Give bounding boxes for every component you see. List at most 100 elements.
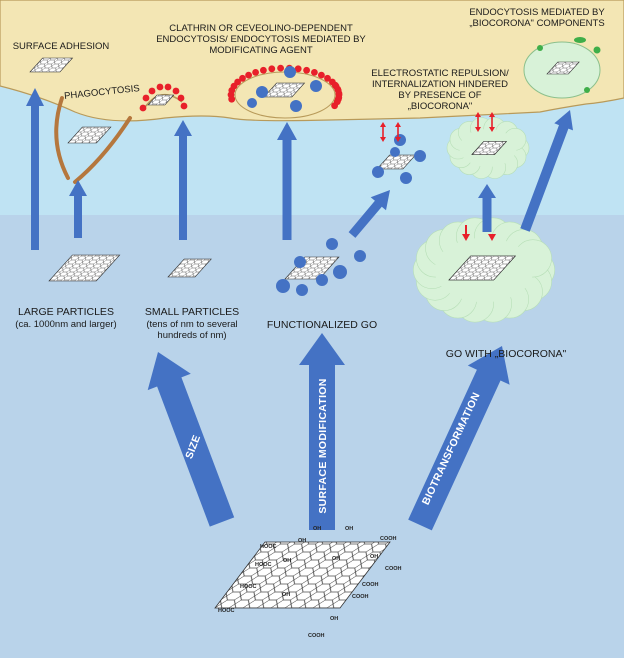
red-bead (164, 83, 172, 91)
label-functionalized-go: FUNCTIONALIZED GO (266, 319, 378, 331)
surface-modification-arrow (299, 333, 345, 530)
go-sheet-large-particles (48, 254, 121, 282)
go-sheet-in-vesicle (263, 82, 306, 98)
red-bead (324, 74, 331, 82)
go-sheet-surface-adhesion (29, 57, 74, 73)
label-electrostatic: ELECTROSTATIC REPULSION/ INTERNALIZATION… (371, 68, 509, 112)
blue-bead (310, 80, 322, 92)
red-bead (156, 83, 164, 91)
cell-membrane (0, 0, 624, 122)
green-component (574, 37, 586, 43)
green-component (593, 46, 601, 54)
arrow-biocorona-up (478, 184, 496, 232)
go-group-oh: OH (313, 526, 321, 532)
blue-bead (394, 134, 406, 146)
blue-bead (354, 250, 366, 262)
red-bead (268, 65, 276, 73)
phagocytosis-arm-left (54, 96, 70, 180)
arrow-biocorona-endocytosis (520, 110, 573, 232)
label-go-biocorona: GO WITH „BIOCORONA" (445, 348, 567, 360)
blue-bead (372, 166, 384, 178)
go-sheet-small-particles (167, 258, 212, 278)
arrow-surface-adhesion (26, 88, 44, 250)
go-sheet-corona-small (471, 141, 508, 155)
green-component (584, 87, 590, 93)
go-group-oh: OH (282, 592, 290, 598)
red-arrowhead (488, 234, 496, 241)
go-sheet-phagocytosed (67, 126, 112, 144)
blue-bead (414, 150, 426, 162)
label-clathrin: CLATHRIN OR CEVEOLINO-DEPENDENT ENDOCYTO… (156, 23, 366, 56)
arrow-functionalized-endocytosis (277, 122, 297, 240)
go-group-oh: OH (345, 526, 353, 532)
label-large-particles-size: (ca. 1000nm and larger) (15, 319, 117, 330)
phagocytosis-arm-right (73, 116, 132, 184)
red-bead (139, 104, 147, 112)
go-group-oh: OH (283, 558, 291, 564)
graphene-oxide-sheet (214, 541, 391, 609)
red-arrowhead (462, 234, 470, 241)
biotransformation-arrow (408, 346, 510, 531)
go-group-cooh: COOH (308, 633, 325, 639)
go-group-oh: OH (298, 538, 306, 544)
go-sheet-biocorona (448, 255, 516, 281)
go-functional-groups: OH OH COOH HOOC OH OH HOOC OH OH COOH COOH HOOC OH CO… (218, 526, 402, 639)
arrow-phagocytosis (69, 180, 87, 238)
go-group-hooc: HOOC (218, 608, 235, 614)
red-bead (148, 87, 156, 95)
red-bead (172, 87, 180, 95)
red-bead (239, 74, 246, 82)
red-beads-vesicle (227, 64, 343, 110)
red-beads-small-pit (139, 83, 188, 112)
go-sheet-small-internalized (147, 94, 175, 106)
blue-bead (390, 147, 400, 157)
go-group-oh: OH (330, 616, 338, 622)
red-bead (234, 78, 242, 86)
go-group-cooh: COOH (385, 566, 402, 572)
go-group-cooh: COOH (380, 536, 397, 542)
red-bead (294, 65, 302, 73)
red-bead (331, 102, 338, 110)
label-small-particles-size: (tens of nm to several hundreds of nm) (146, 319, 238, 341)
arrow-small-particles (174, 120, 192, 240)
blue-bead (326, 238, 338, 250)
go-group-hooc: HOOC (260, 544, 277, 550)
red-bead (180, 102, 188, 110)
blue-bead (400, 172, 412, 184)
go-group-hooc: HOOC (255, 562, 272, 568)
go-sheet-in-corona-vesicle (546, 61, 580, 75)
blue-bead (247, 98, 257, 108)
blue-bead (294, 256, 306, 268)
blue-bead (256, 86, 268, 98)
red-bead (252, 69, 259, 76)
blue-bead (316, 274, 328, 286)
label-surface-adhesion: SURFACE ADHESION (12, 41, 110, 52)
arrow-functionalized-repulsion (348, 190, 390, 238)
red-bead (245, 71, 253, 79)
go-group-oh: OH (332, 556, 340, 562)
go-group-hooc: HOOC (240, 584, 257, 590)
red-bead (177, 94, 185, 102)
size-arrow (147, 352, 235, 527)
label-biocorona-endocytosis: ENDOCYTOSIS MEDIATED BY „BIOCORONA" COMP… (469, 7, 605, 29)
red-bead (142, 94, 150, 102)
surface-modification-arrow-label: SURFACE MODIFICATION (317, 378, 329, 513)
red-bead (303, 66, 310, 74)
red-bead (318, 71, 325, 79)
red-bead (277, 64, 284, 72)
blue-bead (290, 100, 302, 112)
green-component (537, 45, 543, 51)
label-small-particles: SMALL PARTICLES (144, 306, 240, 318)
red-bead (311, 69, 318, 76)
red-bead (260, 66, 267, 74)
blue-bead (333, 265, 347, 279)
label-large-particles: LARGE PARTICLES (18, 306, 114, 318)
go-group-cooh: COOH (352, 594, 369, 600)
blue-bead (284, 66, 296, 78)
blue-bead (276, 279, 290, 293)
go-group-cooh: COOH (362, 582, 379, 588)
blue-bead (296, 284, 308, 296)
go-group-oh: OH (370, 554, 378, 560)
